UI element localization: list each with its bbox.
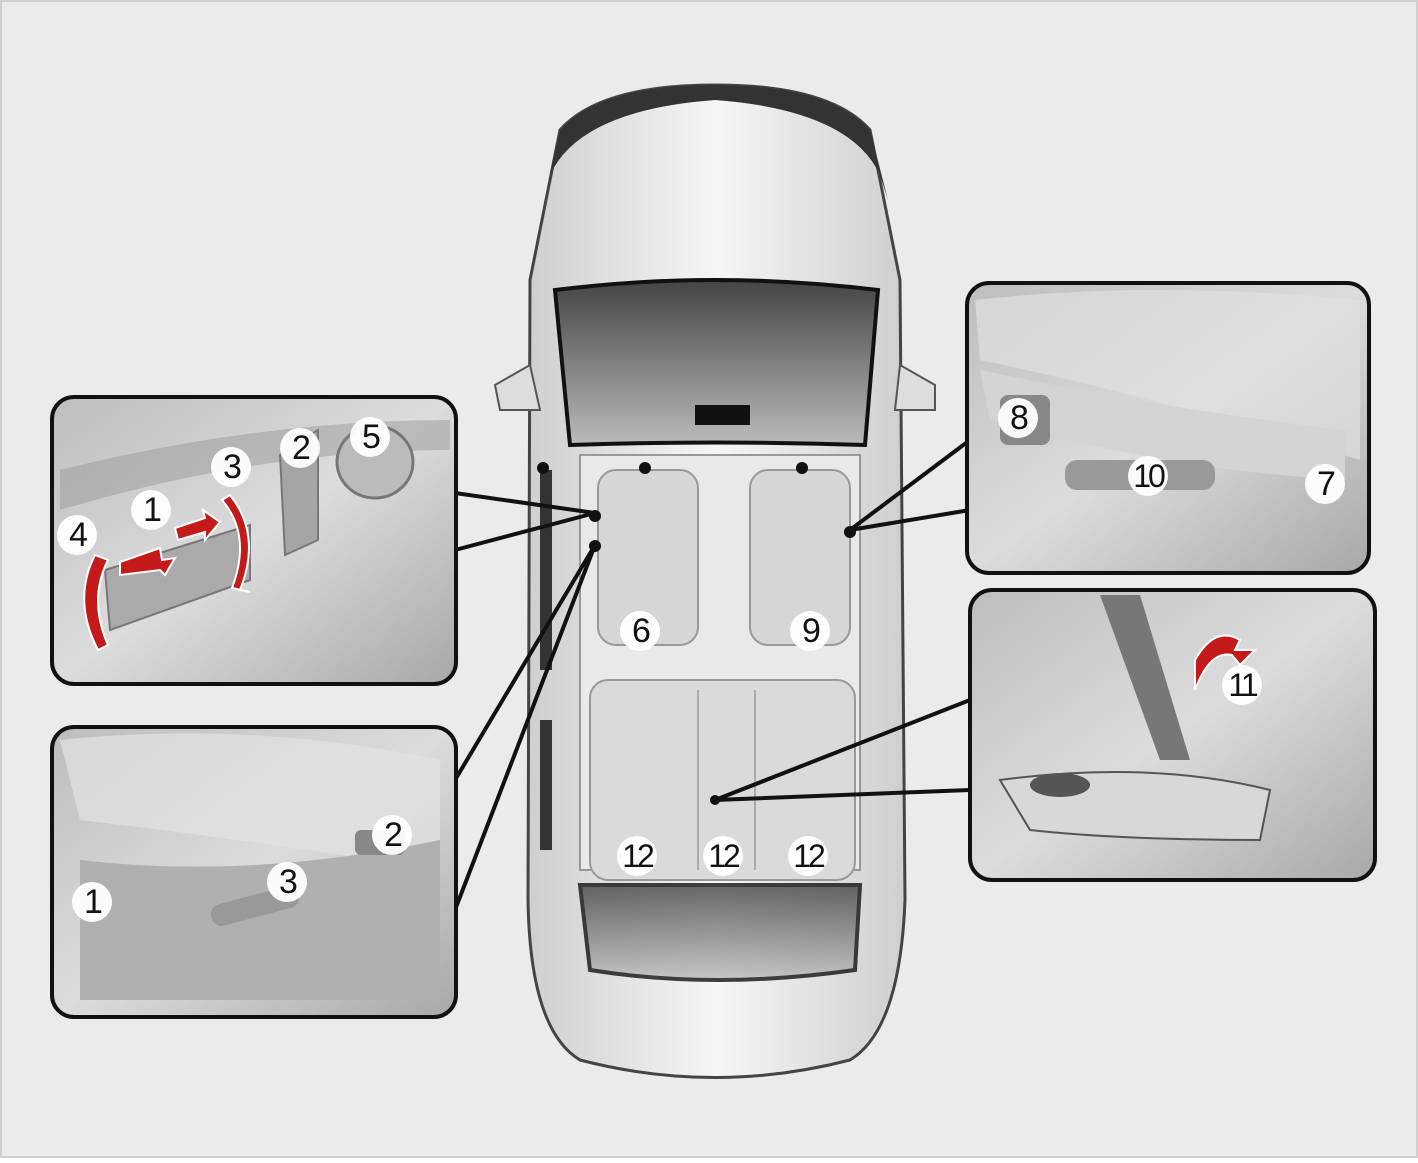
fold-arrow-red	[1194, 634, 1258, 691]
rear-seat-right-label: 12	[788, 836, 828, 876]
callout-dots	[537, 462, 856, 805]
passenger-side-label-10: 10	[1128, 456, 1168, 496]
adjust-arrows-red	[83, 493, 251, 652]
driver-side-label-1: 1	[72, 882, 112, 922]
passenger-side-label-8: 8	[998, 398, 1038, 438]
rear-seat-left-label: 12	[617, 836, 657, 876]
car-top-view	[493, 83, 936, 1079]
driver-controls-label-5: 5	[350, 417, 390, 457]
panel-passenger-seat-side	[965, 281, 1371, 575]
front-right-seat-label: 9	[790, 611, 830, 651]
driver-controls-label-1: 1	[131, 490, 171, 530]
panel-driver-seat-side	[50, 725, 458, 1019]
driver-controls-label-3: 3	[211, 447, 251, 487]
panel-rear-armrest	[968, 588, 1377, 882]
panel-driver-controls	[50, 395, 458, 686]
rear-armrest-label-11: 11	[1222, 665, 1262, 705]
driver-controls-label-2: 2	[280, 428, 320, 468]
front-left-seat-label: 6	[620, 611, 660, 651]
driver-side-label-2: 2	[372, 815, 412, 855]
driver-side-label-3: 3	[267, 862, 307, 902]
rear-seat-center-label: 12	[703, 836, 743, 876]
driver-controls-label-4: 4	[57, 515, 97, 555]
passenger-side-label-7: 7	[1305, 464, 1345, 504]
